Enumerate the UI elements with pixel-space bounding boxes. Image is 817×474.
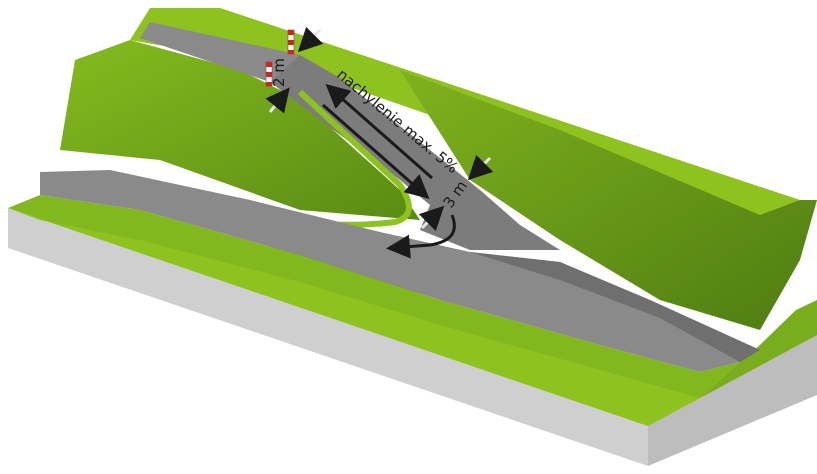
- upper-width-label: 2 m: [270, 58, 288, 87]
- left-embankment: [60, 40, 420, 220]
- soil-front-face: [8, 208, 648, 466]
- red-white-post-icon: [287, 29, 295, 55]
- front-right-slope: [700, 300, 817, 398]
- width-arrows: [265, 26, 494, 232]
- slope-arrow-down: [322, 103, 430, 199]
- upper-road: [140, 22, 320, 92]
- turn-arrow: [386, 214, 456, 259]
- slope-arrow-up: [325, 84, 433, 180]
- width-arrow-icon: [467, 154, 494, 181]
- lower-road: [40, 170, 760, 372]
- width-arrow-icon: [297, 26, 324, 53]
- post-markers: [265, 29, 295, 87]
- slope-arrows: [322, 84, 456, 259]
- right-slope: [400, 70, 817, 330]
- red-white-post-icon: [265, 61, 273, 87]
- front-grass-edge: [8, 208, 700, 426]
- lower-road-shade: [470, 252, 760, 362]
- width-arrow-icon: [418, 205, 445, 232]
- width-arrow-icon: [265, 87, 290, 114]
